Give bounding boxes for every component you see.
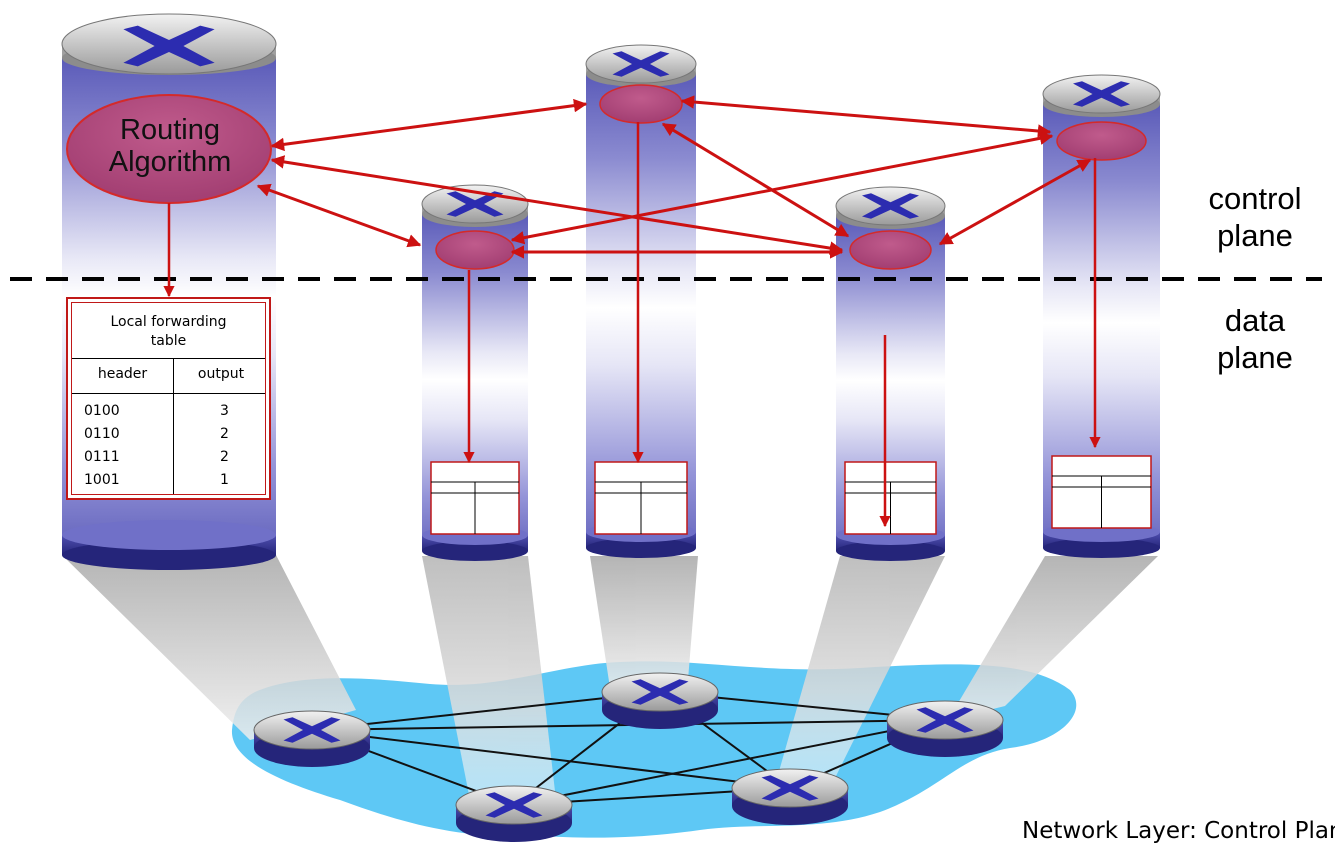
routing-algorithm-ellipse	[849, 230, 932, 270]
row-output-value: 2	[220, 426, 229, 442]
forwarding-table	[1051, 455, 1152, 529]
row-header-value: 0111	[84, 449, 120, 465]
row-header-value: 1001	[84, 472, 120, 488]
network-router-2	[601, 672, 719, 729]
forwarding-table-inner: Local forwarding table header output 010…	[71, 302, 266, 495]
data-plane-label: data plane	[1217, 303, 1293, 375]
forwarding-table	[844, 461, 937, 535]
table-row: 0100 3	[72, 403, 265, 423]
row-output-value: 1	[220, 472, 229, 488]
table-row: 0111 2	[72, 449, 265, 469]
network-router-3	[455, 785, 573, 842]
table-row: 0110 2	[72, 426, 265, 446]
network-router-5	[886, 700, 1004, 757]
data-plane-arrows	[163, 122, 1101, 528]
routing-algorithm-ellipse	[599, 84, 683, 124]
network-routers	[253, 672, 1004, 842]
router-column-4	[835, 186, 946, 561]
local-forwarding-table: Local forwarding table header output 010…	[66, 297, 271, 500]
routing-algorithm-ellipse	[435, 230, 515, 270]
router-column-5	[1042, 74, 1161, 558]
router-column-2	[421, 184, 529, 561]
forwarding-table-title: Local forwarding table	[110, 314, 227, 349]
table-row: 1001 1	[72, 472, 265, 492]
routing-algorithm-ellipse	[1056, 121, 1147, 161]
control-plane-label: control plane	[1208, 181, 1302, 253]
table-divider	[72, 393, 265, 394]
column-header-output: output	[197, 366, 245, 382]
routing-algorithm-label: Routing Algorithm	[108, 114, 232, 178]
projection-beams	[62, 555, 1158, 800]
router-column-3	[585, 44, 697, 558]
network-router-4	[731, 768, 849, 825]
forwarding-table	[594, 461, 688, 535]
table-divider	[72, 358, 265, 359]
table-column-divider	[173, 358, 174, 494]
footer-caption: Network Layer: Control Plane	[1022, 818, 1335, 844]
column-header-header: header	[97, 366, 148, 382]
row-output-value: 2	[220, 449, 229, 465]
row-header-value: 0110	[84, 426, 120, 442]
control-plane-arrows	[256, 95, 1092, 259]
row-output-value: 3	[220, 403, 229, 419]
row-header-value: 0100	[84, 403, 120, 419]
forwarding-table	[430, 461, 520, 535]
network-router-1	[253, 710, 371, 767]
